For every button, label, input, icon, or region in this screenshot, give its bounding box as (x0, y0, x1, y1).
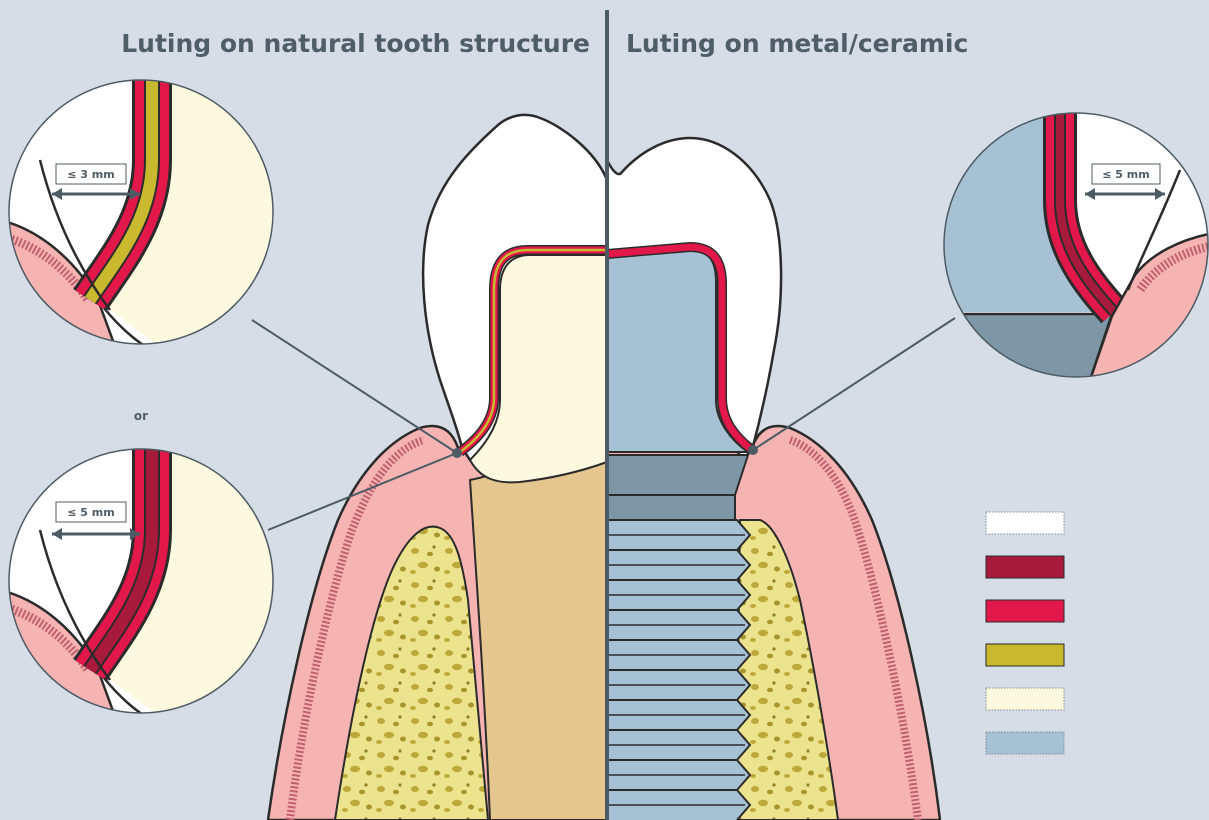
legend-swatch-dentin (986, 688, 1064, 710)
legend-swatch-luting-dark (986, 556, 1064, 578)
implant-threads (607, 520, 750, 820)
title-left: Luting on natural tooth structure (121, 29, 590, 58)
dimension-label-bottom-left: ≤ 5 mm (67, 506, 114, 519)
detail-circle-bottom-left: ≤ 5 mm (0, 430, 290, 740)
dimension-label-right: ≤ 5 mm (1102, 168, 1149, 181)
detail-circle-right: ≤ 5 mm (940, 100, 1209, 380)
legend (986, 512, 1064, 754)
legend-swatch-ceramic-metal (986, 732, 1064, 754)
implant-neck (607, 455, 748, 520)
implant-illustration (607, 138, 940, 820)
detail-circle-top-left: ≤ 3 mm (0, 60, 290, 370)
legend-swatch-bonding-yellow (986, 644, 1064, 666)
title-right: Luting on metal/ceramic (626, 29, 968, 58)
dimension-label-top-left: ≤ 3 mm (67, 168, 114, 181)
legend-swatch-luting-red (986, 600, 1064, 622)
root-left (470, 425, 607, 820)
natural-tooth-illustration (268, 115, 607, 820)
or-label: or (134, 409, 148, 423)
leader-line-right (753, 318, 955, 450)
leader-line-top-left (252, 320, 457, 453)
legend-swatch-enamel (986, 512, 1064, 534)
